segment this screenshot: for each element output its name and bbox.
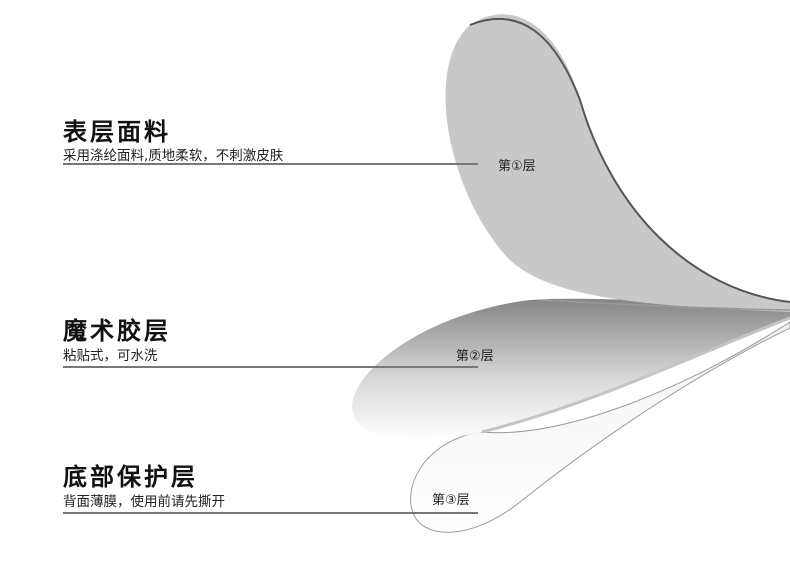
layer-3-description: 背面薄膜，使用前请先撕开	[63, 494, 225, 510]
layer-2-label: 第②层	[456, 349, 494, 364]
layer-1-description: 采用涤纶面料,质地柔软，不刺激皮肤	[63, 148, 284, 164]
layer-1-edge	[469, 17, 790, 303]
layer-2-title: 魔术胶层	[63, 317, 171, 345]
layer-1-label: 第①层	[498, 159, 536, 174]
layer-3-label: 第③层	[432, 493, 470, 508]
layer-2-edge	[481, 316, 790, 434]
layer-1-divider	[63, 163, 478, 165]
layer-1-bottom-edge	[539, 299, 790, 311]
layer-2-shape	[352, 298, 790, 440]
layer-3-shape	[410, 321, 790, 533]
layer-3-divider	[63, 512, 478, 514]
layer-1-title: 表层面料	[63, 118, 171, 146]
layer-2-divider	[63, 366, 478, 368]
layer-1-shape	[445, 14, 790, 313]
layer-2-description: 粘贴式，可水洗	[63, 348, 158, 364]
layer-3-title: 底部保护层	[63, 463, 198, 491]
